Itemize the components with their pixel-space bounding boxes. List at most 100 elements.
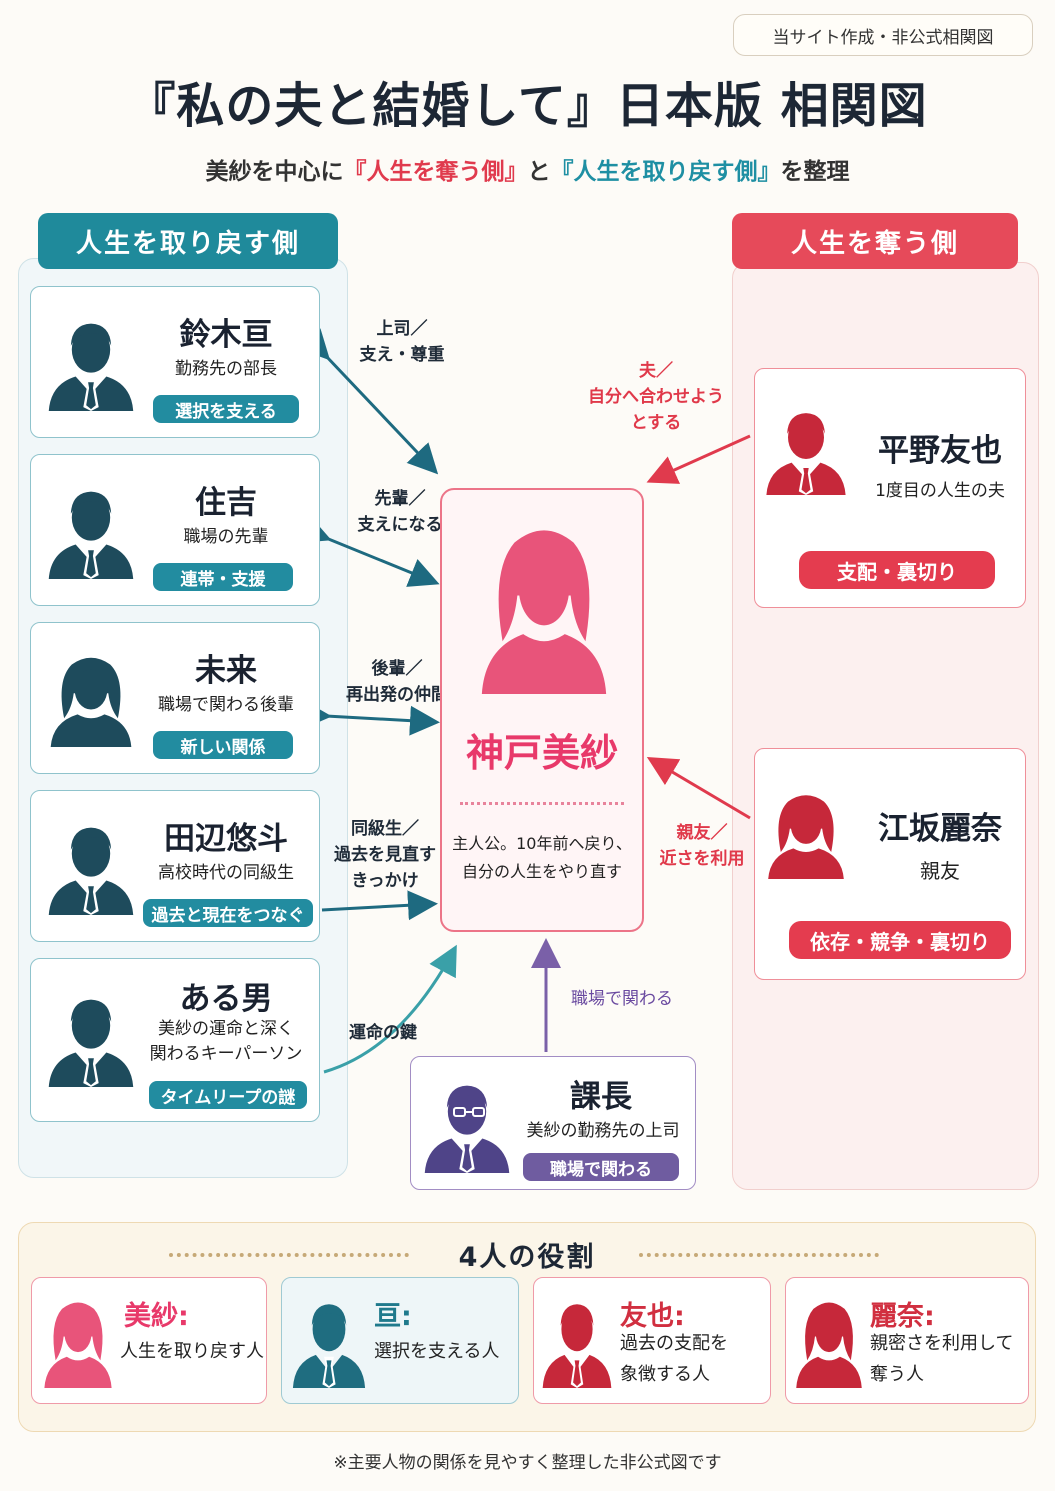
character-card-esaka[interactable]: 江坂麗奈 親友 依存・競争・裏切り <box>754 748 1026 980</box>
roles-section: 4人の役割 美紗: 人生を取り戻す人 亘: 選択を支える人 友也: 過去の支配を… <box>18 1222 1036 1432</box>
character-tag: 依存・競争・裏切り <box>789 921 1011 959</box>
relation-line: 近さを利用 <box>659 849 745 869</box>
character-name: 鈴木亘 <box>179 317 273 353</box>
character-tag: 職場で関わる <box>523 1153 679 1181</box>
relation-label-hirano: 夫／ 自分へ合わせよう とする <box>576 358 736 436</box>
woman-avatar-icon <box>43 651 139 747</box>
character-desc: 職場の先輩 <box>183 527 269 547</box>
woman-avatar-icon <box>38 1296 118 1388</box>
protagonist-desc: 主人公。10年前へ戻り、 自分の人生をやり直す <box>442 830 642 886</box>
relation-label-kacho: 職場で関わる <box>571 989 673 1009</box>
character-card-mirai[interactable]: 未来 職場で関わる後輩 新しい関係 <box>30 622 320 774</box>
subtitle-suffix: を整理 <box>780 159 850 185</box>
recover-side-header: 人生を取り戻す側 <box>38 213 338 269</box>
character-card-kacho[interactable]: 課長 美紗の勤務先の上司 職場で関わる <box>410 1056 696 1190</box>
subtitle-teal: 『人生を取り戻す側』 <box>550 159 781 185</box>
man-avatar-icon <box>288 1296 370 1388</box>
man-avatar-icon <box>538 1296 616 1388</box>
relation-line: 支えになる <box>357 515 443 535</box>
relation-label-tanabe: 同級生／ 過去を見直す きっかけ <box>322 816 448 894</box>
character-card-tanabe[interactable]: 田辺悠斗 高校時代の同級生 過去と現在をつなぐ <box>30 790 320 942</box>
arrow-suzuki <box>298 328 439 475</box>
page-subtitle: 美紗を中心に『人生を奪う側』と『人生を取り戻す側』を整理 <box>30 152 1025 186</box>
steal-side-header: 人生を奪う側 <box>732 213 1018 269</box>
woman-avatar-icon <box>790 1296 868 1388</box>
relation-label-sumiyoshi: 先輩／ 支えになる <box>330 486 470 538</box>
footer-note: ※主要人物の関係を見やすく整理した非公式図です <box>333 1453 722 1473</box>
character-tag: 過去と現在をつなぐ <box>143 899 313 927</box>
role-desc-line: 過去の支配を <box>620 1333 728 1354</box>
relation-line: 再出発の仲間 <box>346 685 448 705</box>
character-name: ある男 <box>179 981 273 1017</box>
protagonist-desc-line: 自分の人生をやり直す <box>461 862 622 881</box>
arrow-esaka <box>646 756 751 820</box>
role-desc: 人生を取り戻す人 <box>120 1336 266 1367</box>
relation-label-esaka: 親友／ 近さを利用 <box>644 820 760 872</box>
role-card-misa: 美紗: 人生を取り戻す人 <box>31 1277 267 1404</box>
woman-avatar-icon <box>470 518 618 694</box>
man-avatar-icon <box>43 819 139 915</box>
character-tag: 新しい関係 <box>153 731 293 759</box>
role-name: 亘: <box>374 1301 412 1332</box>
subtitle-mid: と <box>527 159 551 185</box>
arrow-mirai <box>301 699 440 736</box>
character-desc: 1度目の人生の夫 <box>875 481 1005 501</box>
relation-line: 運命の鍵 <box>349 1023 417 1043</box>
role-desc: 親密さを利用して 奪う人 <box>870 1328 1026 1390</box>
character-card-hirano[interactable]: 平野友也 1度目の人生の夫 支配・裏切り <box>754 368 1026 608</box>
character-desc: 職場で関わる後輩 <box>158 695 294 715</box>
character-card-sumiyoshi[interactable]: 住吉 職場の先輩 連帯・支援 <box>30 454 320 606</box>
protagonist-desc-line: 主人公。10年前へ戻り、 <box>452 834 632 853</box>
character-desc: 勤務先の部長 <box>175 359 277 379</box>
character-name: 江坂麗奈 <box>878 811 1002 847</box>
subtitle-prefix: 美紗を中心に <box>205 159 344 185</box>
relation-line: 過去を見直す <box>334 845 436 865</box>
relation-label-mirai: 後輩／ 再出発の仲間 <box>322 656 472 708</box>
character-card-suzuki[interactable]: 鈴木亘 勤務先の部長 選択を支える <box>30 286 320 438</box>
man-avatar-icon <box>43 315 139 411</box>
relation-label-suzuki: 上司／ 支え・尊重 <box>344 316 460 368</box>
dotted-divider <box>639 1253 879 1257</box>
character-name: 課長 <box>570 1079 632 1115</box>
role-name: 麗奈: <box>870 1301 935 1332</box>
man-avatar-icon <box>761 405 851 495</box>
page-title: 『私の夫と結婚して』日本版 相関図 <box>127 78 928 134</box>
relation-line: 自分へ合わせよう <box>588 387 724 407</box>
character-tag: 選択を支える <box>153 395 299 423</box>
role-card-wataru: 亘: 選択を支える人 <box>281 1277 519 1404</box>
character-desc: 親友 <box>920 859 960 883</box>
relation-label-aruotoko: 運命の鍵 <box>330 1020 436 1046</box>
dotted-divider <box>460 802 624 805</box>
dotted-divider <box>169 1253 409 1257</box>
unofficial-badge: 当サイト作成・非公式相関図 <box>733 14 1033 56</box>
character-name: 田辺悠斗 <box>164 821 288 857</box>
protagonist-name: 神戸美紗 <box>465 731 618 775</box>
role-desc-line: 人生を取り戻す人 <box>120 1341 264 1362</box>
arrow-hirano <box>646 434 751 484</box>
relation-line: とする <box>630 413 682 433</box>
role-desc-line: 親密さを利用して <box>870 1333 1014 1354</box>
protagonist-card[interactable]: 神戸美紗 主人公。10年前へ戻り、 自分の人生をやり直す <box>440 488 644 932</box>
man-avatar-icon <box>43 991 139 1087</box>
man-with-glasses-avatar-icon <box>419 1077 515 1173</box>
relation-line: 親友／ <box>676 823 728 843</box>
relation-line: きっかけ <box>351 871 419 891</box>
role-desc-line: 奪う人 <box>870 1364 924 1385</box>
arrow-sumiyoshi <box>298 515 440 587</box>
character-desc-2: 関わるキーパーソン <box>149 1044 303 1064</box>
woman-avatar-icon <box>761 789 851 879</box>
role-desc: 過去の支配を 象徴する人 <box>620 1328 768 1390</box>
relation-line: 上司／ <box>376 319 428 339</box>
role-name: 美紗: <box>124 1301 189 1332</box>
role-desc-line: 象徴する人 <box>620 1364 710 1385</box>
character-tag: 支配・裏切り <box>799 551 995 589</box>
character-card-aruotoko[interactable]: ある男 美紗の運命と深く 関わるキーパーソン タイムリープの謎 <box>30 958 320 1122</box>
character-name: 未来 <box>195 653 257 689</box>
subtitle-red: 『人生を奪う側』 <box>343 159 528 185</box>
relation-line: 先輩／ <box>374 489 426 509</box>
character-name: 平野友也 <box>878 433 1002 469</box>
relation-line: 後輩／ <box>371 659 423 679</box>
character-tag: タイムリープの謎 <box>149 1081 307 1109</box>
arrow-tanabe <box>321 890 438 921</box>
character-name: 住吉 <box>195 485 257 521</box>
